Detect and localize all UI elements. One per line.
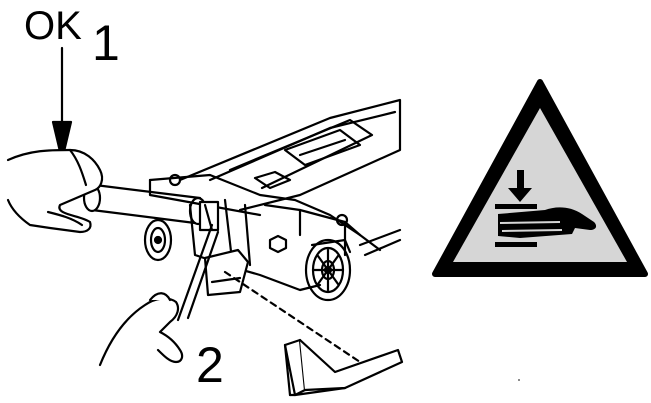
guide-line [223, 270, 362, 364]
front-wheel-left [143, 218, 173, 262]
hand-icon [6, 148, 104, 234]
arrow-down-icon [51, 46, 73, 162]
pointing-hand-icon [98, 292, 184, 367]
front-wheel-right [304, 238, 352, 302]
hand-crush-warning-icon [432, 79, 648, 277]
step-1-label: 1 [92, 15, 120, 71]
bracket-part-icon [283, 338, 404, 397]
jack-chassis [148, 98, 402, 292]
stray-mark [518, 379, 520, 381]
release-rod [176, 223, 220, 322]
ok-label: OK [24, 4, 82, 48]
step-2-label: 2 [196, 337, 224, 393]
